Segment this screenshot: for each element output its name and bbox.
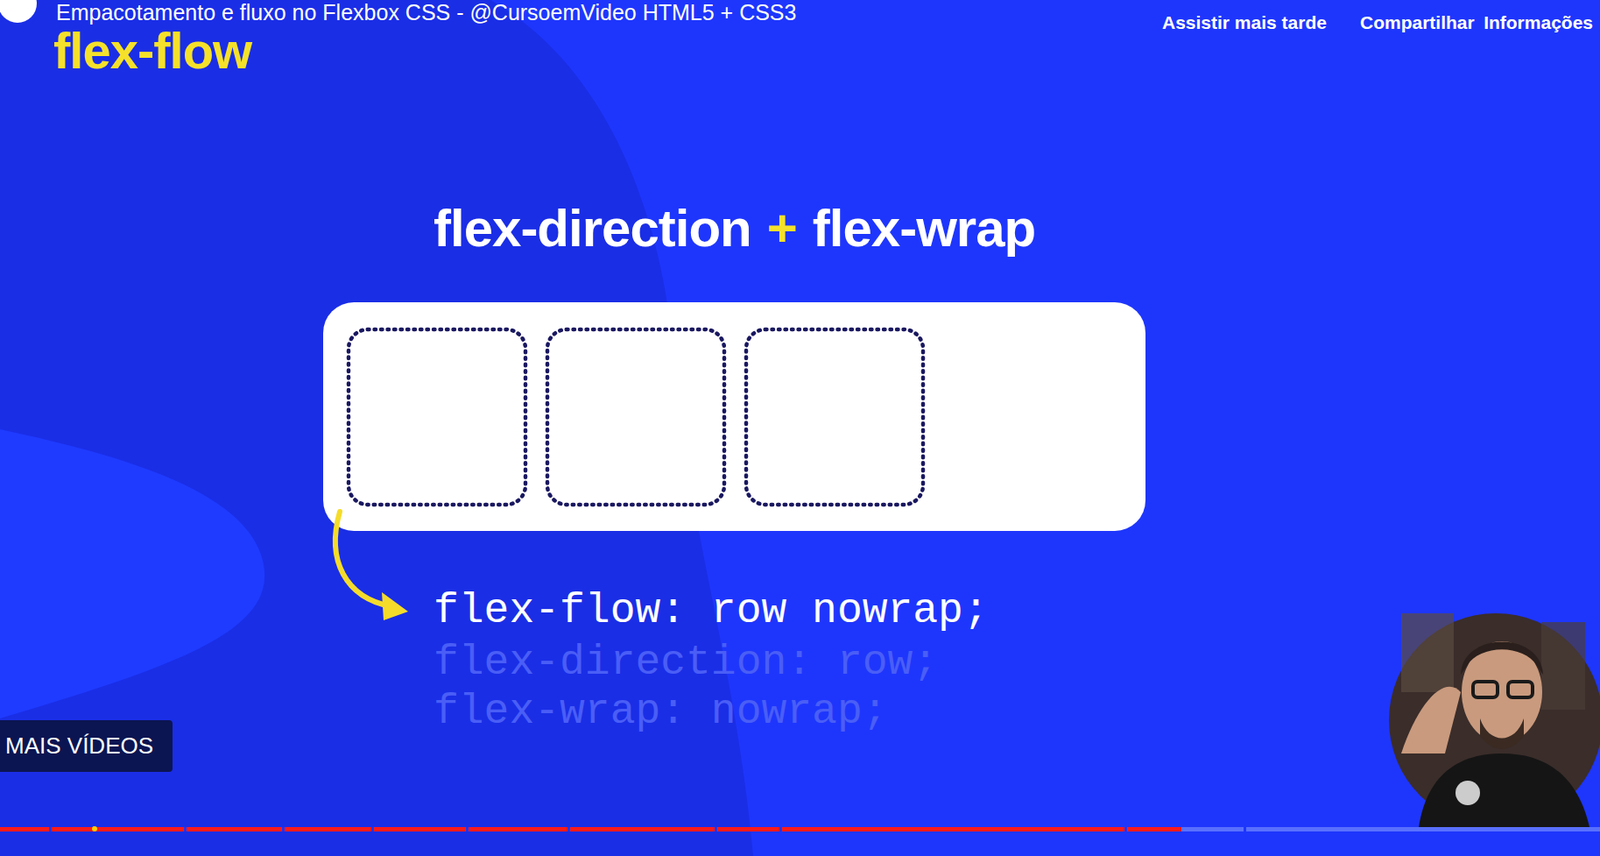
progress-played — [0, 826, 1182, 832]
code-line: flex-flow: row nowrap; — [433, 586, 989, 635]
flex-item — [547, 329, 725, 505]
slide-title: flex-flow — [53, 21, 252, 80]
flex-item — [348, 329, 526, 505]
heading-plus: + — [767, 197, 797, 259]
player-button: Informações — [1483, 12, 1593, 34]
background-shape — [0, 429, 265, 719]
video-title: Empacotamento e fluxo no Flexbox CSS - @… — [56, 0, 797, 26]
player-button: Compartilhar — [1360, 12, 1475, 34]
flex-item — [746, 329, 924, 505]
chapter-gaps — [49, 826, 1247, 832]
progress-track — [0, 826, 1600, 832]
player-button: Assistir mais tarde — [1162, 12, 1327, 34]
arrow-head — [381, 592, 409, 621]
heading-part: flex-direction — [433, 197, 752, 259]
flex-container — [323, 302, 1146, 531]
code-line-faded: flex-wrap: nowrap; — [433, 687, 888, 735]
subtitle-heading: flex-direction+flex-wrap — [433, 197, 1036, 259]
more-videos-button: MAIS VÍDEOS — [0, 719, 173, 772]
code-line-faded: flex-direction: row; — [433, 638, 938, 686]
presenter-webcam — [1388, 613, 1600, 827]
heading-part: flex-wrap — [812, 197, 1036, 259]
pointer-arrow — [335, 511, 391, 607]
marker-dot — [91, 825, 98, 832]
channel-logo — [0, 0, 37, 23]
